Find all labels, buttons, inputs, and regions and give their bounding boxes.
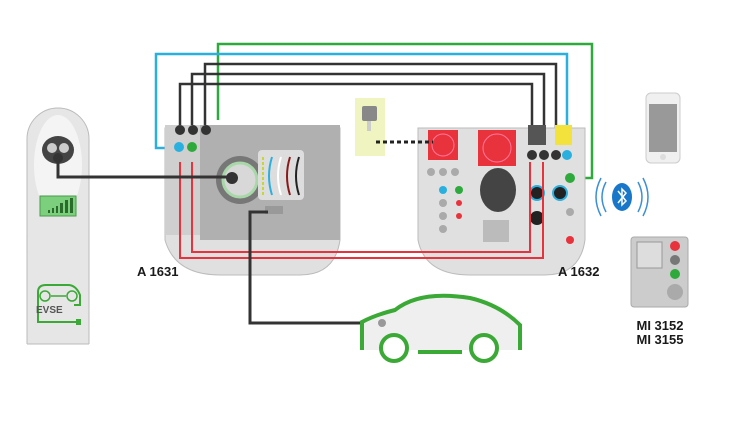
label-instrument: MI 3152 MI 3155 [630, 319, 690, 347]
signal-bars-icon [39, 195, 77, 217]
adapter-a1631 [164, 125, 341, 276]
label-mi3152: MI 3152 [636, 318, 684, 333]
label-mi3155: MI 3155 [636, 332, 684, 347]
power-socket-icon [355, 98, 433, 156]
label-evse: EVSE [36, 305, 63, 316]
ev-charger-icon [26, 107, 90, 345]
label-a1631: A 1631 [137, 264, 179, 279]
wires-top [154, 42, 594, 180]
instrument-icon [630, 236, 689, 308]
cable-evse [56, 160, 232, 179]
label-a1632: A 1632 [558, 264, 600, 279]
smartphone-icon [645, 92, 681, 164]
bluetooth-icon [595, 177, 649, 217]
cable-car [248, 210, 380, 325]
wires-red [179, 162, 544, 259]
car-icon [360, 293, 522, 363]
